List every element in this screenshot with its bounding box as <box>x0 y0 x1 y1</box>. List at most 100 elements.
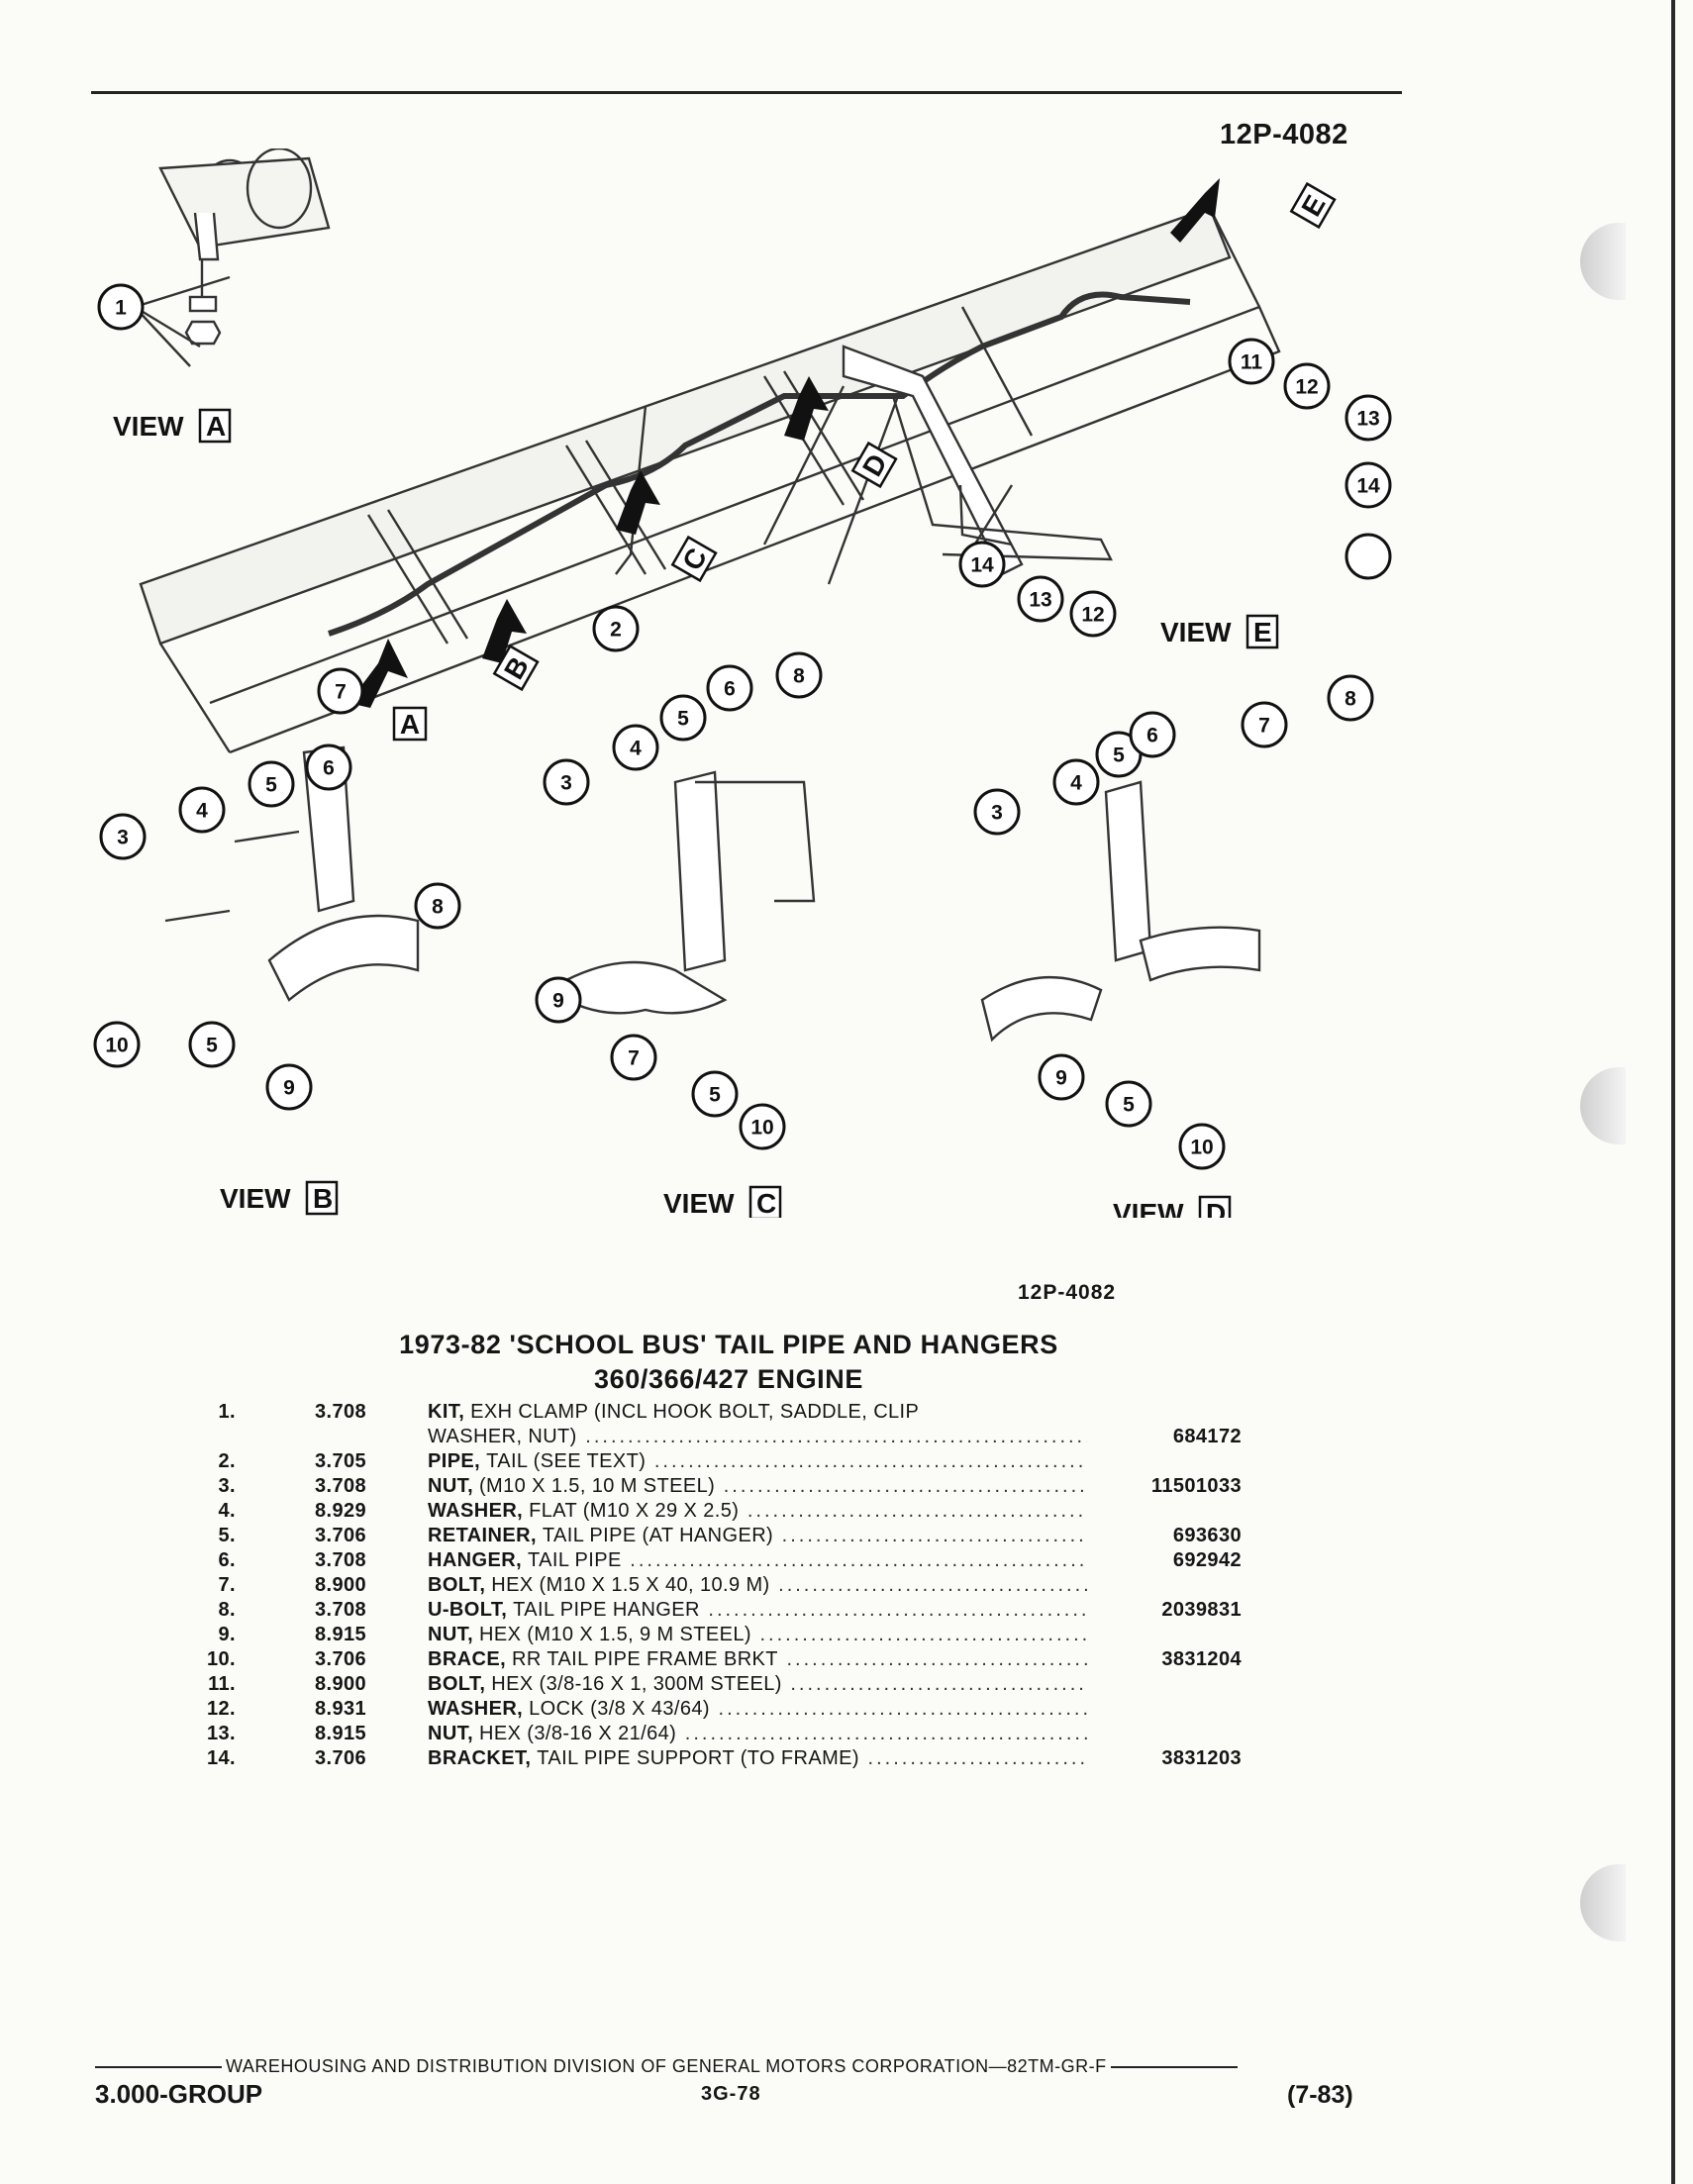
callout-12: 12 <box>1069 590 1117 638</box>
item-description: NUT, (M10 X 1.5, 10 M STEEL) ...........… <box>428 1475 1087 1497</box>
item-detail: TAIL (SEE TEXT) <box>486 1450 647 1472</box>
callout-7: 7 <box>317 667 364 715</box>
footer-dash-right <box>1110 2066 1238 2069</box>
page-subtitle: 360/366/427 ENGINE <box>594 1364 863 1394</box>
arrow-tag-d: D <box>850 441 898 489</box>
svg-text:2: 2 <box>610 619 622 642</box>
top-rule <box>91 91 1402 94</box>
svg-text:E: E <box>1253 617 1272 647</box>
group-number: 8.900 <box>315 1574 367 1596</box>
view-label-e: VIEW E <box>1160 614 1279 649</box>
item-name: RETAINER, <box>428 1525 543 1546</box>
svg-text:4: 4 <box>196 800 208 823</box>
item-description: BRACE, RR TAIL PIPE FRAME BRKT .........… <box>428 1648 1087 1670</box>
arrow-tag-e: E <box>1289 181 1337 230</box>
svg-text:8: 8 <box>1344 688 1356 711</box>
footer-group: 3.000-GROUP <box>95 2079 263 2109</box>
svg-text:D: D <box>1206 1198 1226 1218</box>
parts-row: 4. 8.929 WASHER, FLAT (M10 X 29 X 2.5) ...… <box>178 1499 1247 1524</box>
item-detail: LOCK (3/8 X 43/64) <box>529 1698 710 1720</box>
arrow-tag-c: C <box>670 535 718 583</box>
item-description: WASHER, FLAT (M10 X 29 X 2.5) ..........… <box>428 1500 1087 1522</box>
callout-6: 6 <box>706 664 753 712</box>
item-description: WASHER, LOCK (3/8 X 43/64) .............… <box>428 1698 1087 1720</box>
group-number: 8.929 <box>315 1500 367 1522</box>
svg-text:VIEW: VIEW <box>1160 617 1232 647</box>
part-number: 692942 <box>1172 1549 1242 1571</box>
svg-text:8: 8 <box>432 896 444 919</box>
item-detail: HEX (3/8-16 X 1, 300M STEEL) <box>491 1673 782 1695</box>
svg-text:10: 10 <box>105 1035 128 1057</box>
svg-text:7: 7 <box>335 681 347 704</box>
callout-7: 7 <box>610 1034 657 1081</box>
callout-undefined <box>1344 533 1392 580</box>
item-number: 7. <box>218 1574 236 1596</box>
svg-text:5: 5 <box>206 1035 218 1057</box>
part-number: 2039831 <box>1161 1599 1242 1621</box>
svg-text:5: 5 <box>1123 1094 1135 1117</box>
callout-2: 2 <box>592 605 640 652</box>
callout-7: 7 <box>1241 701 1288 748</box>
svg-text:11: 11 <box>1241 351 1263 374</box>
item-name: KIT, <box>428 1401 471 1423</box>
callout-14: 14 <box>958 541 1006 588</box>
item-description: U-BOLT, TAIL PIPE HANGER ...............… <box>428 1599 1087 1621</box>
svg-text:3: 3 <box>117 827 129 849</box>
item-detail: HEX (M10 X 1.5 X 40, 10.9 M) <box>491 1574 770 1596</box>
item-name: U-BOLT, <box>428 1599 514 1621</box>
callout-10: 10 <box>93 1021 141 1068</box>
svg-text:9: 9 <box>1055 1067 1067 1090</box>
part-number: 684172 <box>1172 1426 1242 1447</box>
footer-page-number: 3G-78 <box>701 2083 761 2105</box>
callout-3: 3 <box>973 788 1021 836</box>
part-number: 11501033 <box>1150 1475 1242 1497</box>
item-number: 4. <box>218 1500 236 1522</box>
item-description: NUT, HEX (M10 X 1.5, 9 M STEEL) ........… <box>428 1624 1087 1645</box>
item-number: 8. <box>218 1599 236 1621</box>
item-number: 10. <box>206 1648 236 1670</box>
callout-8: 8 <box>1327 674 1374 722</box>
item-number: 14. <box>206 1747 236 1769</box>
group-number: 3.705 <box>315 1450 367 1472</box>
callout-9: 9 <box>1038 1053 1085 1101</box>
svg-text:5: 5 <box>265 774 277 797</box>
item-name: NUT, <box>428 1475 479 1497</box>
svg-text:VIEW: VIEW <box>220 1183 291 1214</box>
item-number: 12. <box>206 1698 236 1720</box>
callout-9: 9 <box>535 976 582 1024</box>
svg-text:VIEW: VIEW <box>663 1188 735 1218</box>
callout-8: 8 <box>775 651 823 699</box>
callout-4: 4 <box>178 786 226 834</box>
svg-text:8: 8 <box>793 665 805 688</box>
svg-text:7: 7 <box>1258 715 1270 738</box>
group-number: 8.931 <box>315 1698 367 1720</box>
svg-text:6: 6 <box>323 757 335 780</box>
callout-6: 6 <box>305 744 352 791</box>
footer-dash-left <box>95 2066 222 2069</box>
item-name: BOLT, <box>428 1673 492 1695</box>
item-description: HANGER, TAIL PIPE ......................… <box>428 1549 1087 1571</box>
footer-center: WAREHOUSING AND DISTRIBUTION DIVISION OF… <box>226 2056 1107 2076</box>
callout-3: 3 <box>543 758 590 806</box>
item-description: WASHER, NUT) ...........................… <box>428 1426 1087 1447</box>
binder-hole-top <box>1580 223 1626 300</box>
item-detail: TAIL PIPE <box>527 1549 622 1571</box>
arrow-tag-a: A <box>392 706 428 742</box>
item-number: 5. <box>218 1525 236 1546</box>
item-description: RETAINER, TAIL PIPE (AT HANGER) ........… <box>428 1525 1087 1546</box>
callout-13: 13 <box>1344 394 1392 442</box>
svg-text:10: 10 <box>750 1117 773 1140</box>
group-number: 8.915 <box>315 1723 367 1744</box>
part-number: 3831204 <box>1161 1648 1242 1670</box>
svg-text:9: 9 <box>552 990 564 1013</box>
item-detail: TAIL PIPE HANGER <box>513 1599 700 1621</box>
